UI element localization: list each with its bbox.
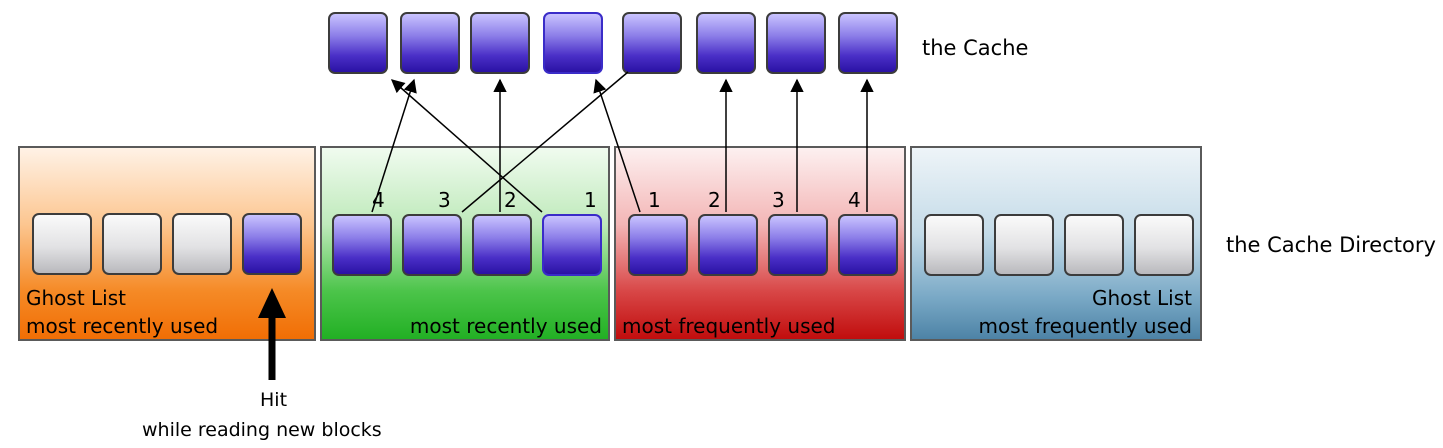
mfu-number-3: 3 xyxy=(772,188,785,212)
mfu-label: most frequently used xyxy=(622,314,836,338)
mru-number-3: 3 xyxy=(438,188,451,212)
hit-title: Hit xyxy=(260,389,288,411)
mfu-number-4: 4 xyxy=(848,188,861,212)
cache-block-1 xyxy=(328,12,388,74)
ghost-mru-block-3 xyxy=(172,213,232,275)
mru-number-1: 1 xyxy=(584,188,597,212)
mru-number-4: 4 xyxy=(372,188,385,212)
cache-block-6 xyxy=(696,12,756,74)
ghost-mru-block-2 xyxy=(102,213,162,275)
mfu-number-1: 1 xyxy=(648,188,661,212)
cache-directory-label: the Cache Directory xyxy=(1226,233,1436,257)
mfu-panel: 1 2 3 4 most frequently used xyxy=(614,146,906,341)
cache-block-4 xyxy=(543,12,603,74)
cache-block-3 xyxy=(470,12,530,74)
cache-block-8 xyxy=(838,12,898,74)
mfu-block-1 xyxy=(628,214,688,276)
ghost-mru-block-4-hit xyxy=(242,213,302,275)
cache-block-5 xyxy=(622,12,682,74)
cache-label: the Cache xyxy=(922,36,1029,60)
ghost-mru-title: Ghost List xyxy=(26,286,126,310)
mru-block-1 xyxy=(332,214,392,276)
ghost-mru-block-1 xyxy=(32,213,92,275)
ghost-mfu-subtitle: most frequently used xyxy=(978,314,1192,338)
ghost-mfu-block-2 xyxy=(994,214,1054,276)
hit-subtitle: while reading new blocks xyxy=(142,419,382,441)
ghost-mfu-block-3 xyxy=(1064,214,1124,276)
ghost-mru-panel: Ghost List most recently used xyxy=(18,146,316,341)
mru-label: most recently used xyxy=(409,314,602,338)
mru-block-3 xyxy=(472,214,532,276)
mfu-number-2: 2 xyxy=(708,188,721,212)
ghost-mfu-block-4 xyxy=(1134,214,1194,276)
mfu-block-3 xyxy=(768,214,828,276)
ghost-mfu-panel: Ghost List most frequently used xyxy=(910,146,1202,341)
mfu-block-4 xyxy=(838,214,898,276)
ghost-mru-subtitle: most recently used xyxy=(26,314,219,338)
ghost-mfu-block-1 xyxy=(924,214,984,276)
mru-block-2 xyxy=(402,214,462,276)
mru-number-2: 2 xyxy=(504,188,517,212)
mru-block-4 xyxy=(542,214,602,276)
cache-block-7 xyxy=(766,12,826,74)
cache-block-2 xyxy=(400,12,460,74)
ghost-mfu-title: Ghost List xyxy=(1092,286,1192,310)
mru-panel: 4 3 2 1 most recently used xyxy=(320,146,610,341)
mfu-block-2 xyxy=(698,214,758,276)
